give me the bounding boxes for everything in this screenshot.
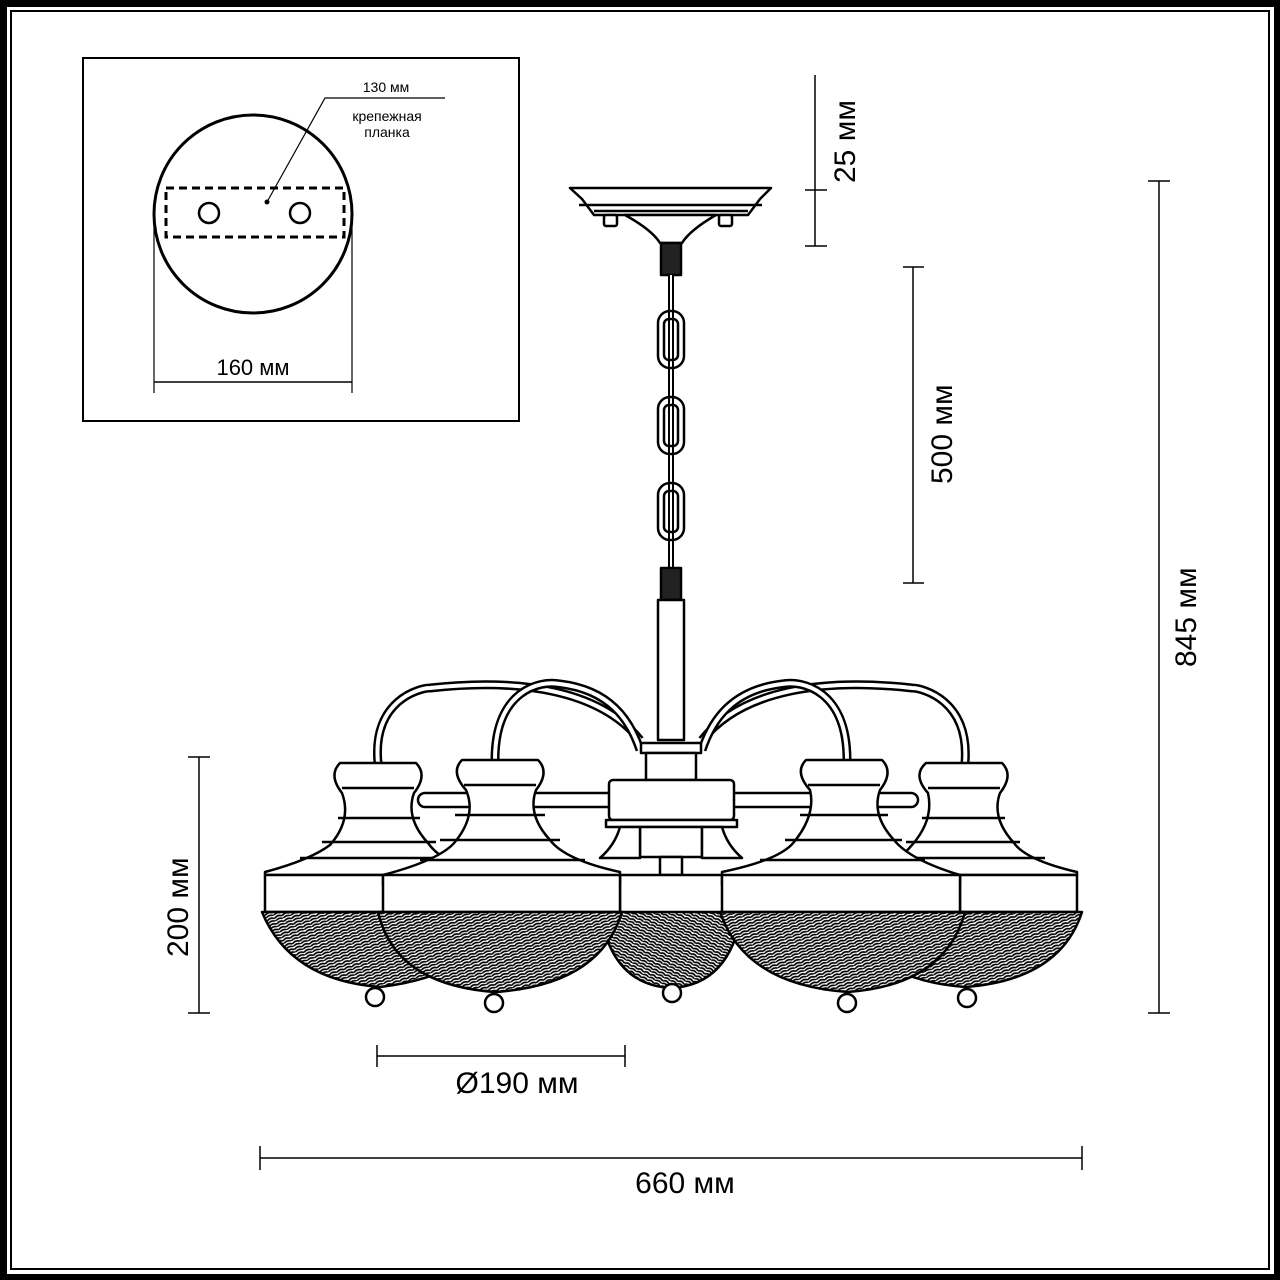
bracket-length-label: 130 мм (363, 79, 410, 95)
total-width-label: 660 мм (635, 1167, 735, 1200)
shade-center (598, 873, 744, 1004)
leader-line (266, 97, 445, 203)
inner-frame (10, 10, 1270, 1270)
dim-total-width: 660 мм (259, 1146, 1083, 1200)
chain-length-label: 500 мм (926, 384, 959, 484)
bracket-label-line2: планка (364, 124, 410, 140)
mounting-inset: 130 мм крепежная планка 160 мм (82, 57, 520, 422)
dim-shade-diameter: Ø190 мм (376, 1045, 626, 1100)
bracket-label-line1: крепежная (352, 108, 421, 124)
dim-canopy-height: 25 мм (805, 75, 862, 247)
canopy-diameter-label: 160 мм (216, 355, 289, 380)
center-rod (656, 598, 686, 742)
chandelier (260, 186, 1084, 1014)
shade-left-inner (376, 758, 624, 1014)
inset-border (82, 57, 520, 422)
shade-diameter-label: Ø190 мм (456, 1067, 579, 1100)
mounting-bracket (164, 186, 346, 239)
screw-hole-right (288, 201, 312, 225)
shade-right-inner (718, 758, 967, 1014)
center-hub (598, 741, 744, 877)
canopy-height-label: 25 мм (829, 100, 862, 183)
body-height-label: 200 мм (162, 857, 195, 957)
canopy-circle (152, 113, 354, 315)
ceiling-canopy (568, 186, 773, 277)
screw-hole-left (197, 201, 221, 225)
chain (656, 275, 686, 602)
total-height-label: 845 мм (1170, 567, 1203, 667)
arms (373, 678, 970, 764)
dim-chain-length: 500 мм (903, 266, 959, 584)
dim-body-height: 200 мм (162, 756, 210, 1014)
dim-total-height: 845 мм (1148, 180, 1203, 1014)
